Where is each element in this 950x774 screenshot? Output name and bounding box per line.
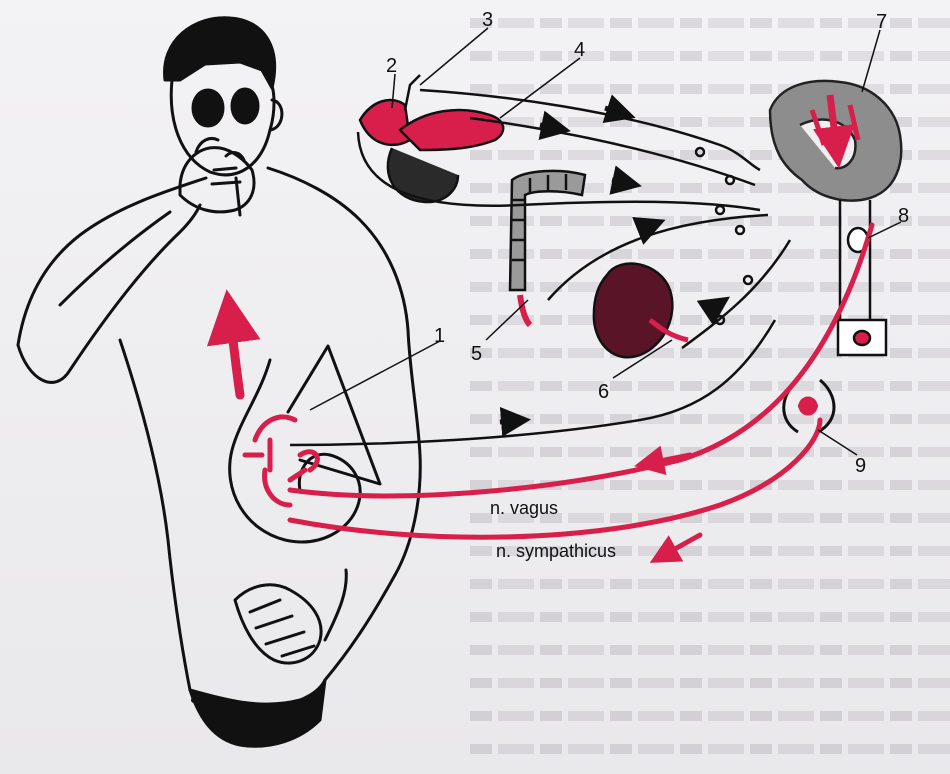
- torso-right: [268, 168, 420, 575]
- organ-brain: [770, 81, 901, 201]
- label-8: 8: [898, 205, 909, 227]
- hand-on-belly: [235, 585, 321, 663]
- label-6: 6: [598, 381, 609, 403]
- hair: [165, 18, 275, 88]
- vagus-fiber: [290, 225, 872, 496]
- label-5: 5: [471, 343, 482, 365]
- torso-left: [18, 178, 206, 345]
- label-n-sympathicus: n. sympathicus: [496, 541, 616, 561]
- label-1: 1: [434, 325, 445, 347]
- label-n-vagus: n. vagus: [490, 498, 558, 518]
- left-eye: [193, 90, 223, 126]
- right-eye: [232, 89, 258, 123]
- label-4: 4: [574, 39, 585, 61]
- afferent-arrows: [500, 108, 725, 422]
- spinal-cord: [838, 200, 886, 355]
- organ-colon: [510, 171, 585, 325]
- left-arm: [18, 205, 200, 382]
- afferent-pathways: [290, 90, 790, 445]
- human-figure: [18, 18, 420, 747]
- label-2: 2: [386, 55, 397, 77]
- efferent-pathways: [290, 225, 872, 560]
- stomach: [230, 360, 360, 542]
- upward-arrow: [228, 300, 240, 395]
- label-3: 3: [482, 9, 493, 31]
- organ-kidney: [594, 264, 688, 358]
- label-9: 9: [855, 455, 866, 477]
- sympathicus-fiber: [290, 420, 820, 537]
- head: [171, 80, 274, 175]
- label-7: 7: [876, 11, 887, 33]
- stomach-pain-markers: [228, 300, 317, 505]
